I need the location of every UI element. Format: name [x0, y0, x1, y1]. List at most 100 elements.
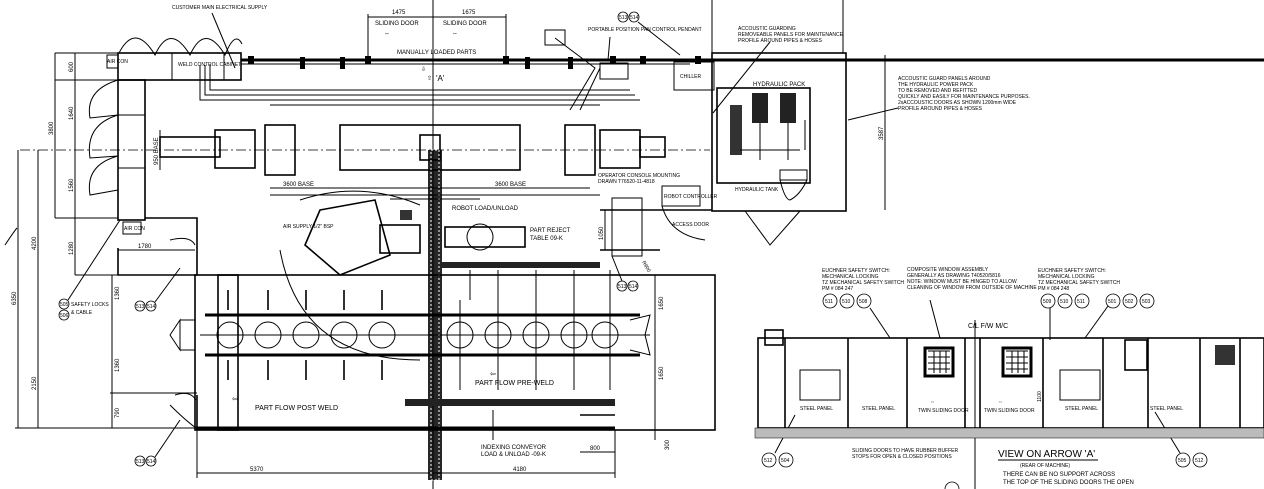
dim-1780: 1780: [138, 244, 152, 250]
part-flow-post-label: PART FLOW POST WELD: [255, 405, 338, 412]
drawing-label: 503: [1142, 299, 1151, 305]
acoustic-guarding-note: ACCOUSTIC GUARDING: [738, 26, 796, 32]
double-arrow-icon: ⇔: [930, 399, 935, 405]
fixtures: [216, 270, 619, 390]
drawing-label: PROFILE AROUND PIPES & HOSES: [738, 38, 823, 44]
plan-view: CUSTOMER MAIN ELECTRICAL SUPPLY WELD CON…: [4, 0, 1264, 489]
drawing-label: 1100: [1037, 391, 1043, 402]
drawing-label: MECHANICAL LOCKING: [1038, 274, 1095, 280]
drawing-label: 505: [60, 302, 69, 308]
dim-1475: 1475: [392, 10, 406, 16]
double-arrow-icon: ⇔: [998, 399, 1003, 405]
drawing-label: STEEL PANEL: [862, 406, 895, 412]
drawing-label: 300: [665, 439, 671, 450]
dim-790: 790: [115, 407, 121, 418]
drawing-label: PM # 084 247: [822, 286, 853, 292]
dim-1360-b: 1360: [115, 358, 121, 372]
sliding-door-note: SLIDING DOORS TO HAVE RUBBER BUFFER: [852, 448, 959, 454]
drawing-label: 513: [136, 304, 145, 310]
drawing-label: COMPOSITE WINDOW ASSEMBLY: [907, 267, 989, 273]
hydraulic-note: ACCOUSTIC GUARD PANELS AROUND THE HYDRAU…: [898, 76, 1030, 112]
base-950-label: 950 BASE: [154, 137, 160, 165]
customer-supply-label: CUSTOMER MAIN ELECTRICAL SUPPLY: [172, 5, 268, 11]
arrow-up-icon: ⇧: [427, 75, 432, 82]
double-arrow-icon: ⇔: [452, 31, 458, 37]
drawing-label: TO BE REMOVED AND REFITTED: [898, 88, 977, 94]
hydraulic-enclosure: HYDRAULIC PACK HYDRAULIC TANK ACCOUSTIC …: [711, 0, 1030, 246]
air-con-label-2: AIR CON: [124, 226, 145, 232]
drawing-label: 511: [825, 299, 833, 305]
view-title: VIEW ON ARROW 'A': [998, 449, 1095, 460]
drawing-label: 509: [1043, 299, 1052, 305]
dim-2150: 2150: [32, 376, 38, 390]
dim-1280: 1280: [69, 241, 75, 255]
dim-600: 600: [69, 61, 75, 72]
air-con-unit: [106, 54, 119, 69]
drawing-label: PART REJECT: [530, 228, 571, 234]
drawing-label: 514: [630, 15, 639, 21]
drawing-label: LOAD & UNLOAD -09-K: [481, 452, 546, 458]
drawing-label: 1650: [659, 366, 665, 380]
base-right-label: 3600 BASE: [495, 182, 526, 188]
drawing-label: 4180: [513, 467, 527, 473]
drawing-label: PROFILE AROUND PIPES & HOSES: [898, 106, 983, 112]
drawing-label: & CABLE: [71, 310, 93, 316]
dim-3587: 3587: [879, 126, 885, 140]
air-supply-label: AIR SUPPLY 1/2" BSP: [283, 224, 334, 230]
centerline-label: C/L F/W M/C: [968, 323, 1008, 330]
drawing-label: 513: [618, 284, 627, 290]
drawing-label: REMOVEABLE PANELS FOR MAINTENANCE: [738, 32, 844, 38]
drawing-label: 514: [147, 459, 156, 465]
elevation-frame: STEEL PANEL STEEL PANEL TWIN SLIDING DOO…: [757, 329, 1264, 429]
dim-1640: 1640: [69, 106, 75, 120]
drawing-label: GENERALLY AS DRAWING T40520/5816: [907, 273, 1001, 279]
drawing-label: OPERATOR CONSOLE MOUNTING: [598, 173, 680, 179]
indexing-conveyor: [405, 399, 615, 406]
drawing-label: 513: [136, 459, 145, 465]
pendant-label: PORTABLE POSITION PAN CONTROL PENDANT: [588, 27, 702, 33]
manually-loaded-label: MANUALLY LOADED PARTS: [397, 50, 476, 56]
dim-6350: 6350: [12, 291, 18, 305]
drawing-label: 506: [60, 313, 69, 319]
drawing-label: TWIN SLIDING DOOR: [984, 408, 1035, 414]
drawing-label: EUCHNER SAFETY SWITCH:: [1038, 268, 1106, 274]
drawing-label: 505: [1178, 458, 1187, 464]
drawing-label: 510: [842, 299, 851, 305]
drawing-label: 512: [1195, 458, 1204, 464]
drawing-label: 514: [629, 284, 638, 290]
drawing-label: 508: [859, 299, 868, 305]
drawing-label: EUCHNER SAFETY SWITCH:: [822, 268, 890, 274]
sliding-door-label-2: SLIDING DOOR: [443, 21, 487, 27]
arrow-left-icon: ⇦: [232, 396, 238, 403]
double-arrow-icon: ⇔: [384, 31, 390, 37]
arrow-a-label: 'A': [436, 74, 445, 83]
drawing-label: ACCOUSTIC GUARD PANELS AROUND: [898, 76, 991, 82]
drawing-label: ACCESS DOOR: [672, 222, 709, 228]
drawing-label: 514: [147, 304, 156, 310]
transfer-line: [169, 274, 716, 431]
drawing-label: TZ MECHANICAL SAFETY SWITCH: [1038, 280, 1120, 286]
dim-4200: 4200: [32, 236, 38, 250]
dim-1675: 1675: [462, 10, 476, 16]
chiller-box: [673, 61, 715, 91]
drawing-label: 511: [1077, 299, 1085, 305]
dim-3800: 3800: [49, 121, 55, 135]
operator-console: OPERATOR CONSOLE MOUNTING DRAWN T76520-1…: [598, 173, 718, 257]
drawing-label: STOPS FOR OPEN & CLOSED POSITIONS: [852, 454, 952, 460]
hydraulic-tank-label: HYDRAULIC TANK: [735, 187, 779, 193]
drawing-label: TZ MECHANICAL SAFETY SWITCH: [822, 280, 904, 286]
drawing-label: THE HYDRAULIC POWER PACK: [898, 82, 974, 88]
bottom-note-line-2: THE TOP OF THE SLIDING DOORS THE OPEN: [1003, 480, 1134, 486]
drawing-label: 504: [781, 458, 790, 464]
view-subtitle: (REAR OF MACHINE): [1020, 463, 1070, 469]
part-reject-table: PART REJECT TABLE 09-K: [444, 223, 571, 251]
right-dimensions: 1650 1650 300 800: [580, 275, 671, 453]
indexing-conveyor-label: INDEXING CONVEYOR: [481, 445, 547, 451]
drawing-label: ROBOT CONTROLLER: [664, 194, 718, 200]
dim-1050: 1050: [599, 226, 605, 240]
ground-hatch: [754, 427, 1264, 439]
